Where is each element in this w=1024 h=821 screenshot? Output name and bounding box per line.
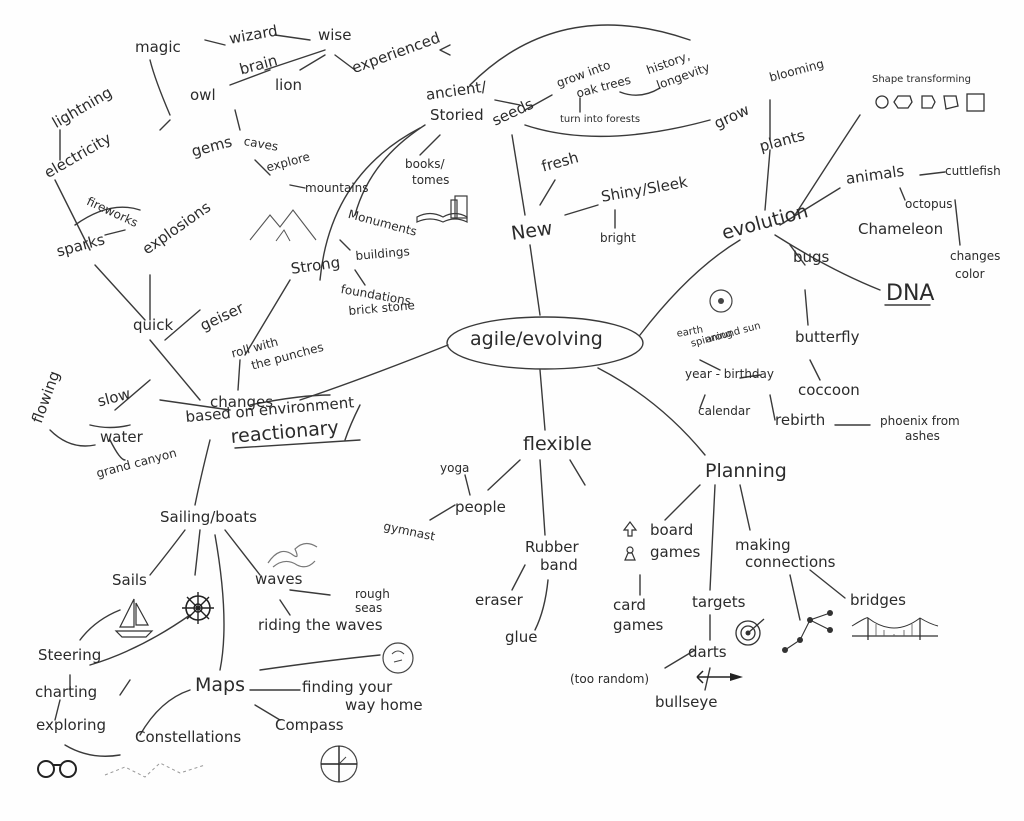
- node-mountains: mountains: [305, 181, 369, 195]
- node-turn-forests: turn into forests: [560, 114, 641, 125]
- node-connections: connections: [745, 553, 836, 571]
- target-icon: [735, 618, 765, 646]
- sailboat-icon: [114, 598, 154, 638]
- node-dna: DNA: [886, 281, 935, 306]
- dart-icon: [696, 670, 743, 684]
- node-darts: darts: [688, 643, 727, 661]
- node-books: books/: [405, 157, 445, 171]
- node-changes-color-2: color: [955, 267, 985, 281]
- binoculars-icon: [37, 760, 77, 778]
- node-card-games: games: [613, 616, 664, 634]
- node-tomes: tomes: [412, 173, 450, 187]
- node-chameleon: Chameleon: [858, 220, 944, 238]
- center-oval: [446, 316, 644, 370]
- node-phoenix-1: phoenix from: [880, 414, 960, 428]
- node-finding: finding your: [302, 678, 393, 696]
- node-year-birthday: year - birthday: [685, 367, 774, 381]
- node-storied: Storied: [430, 106, 484, 124]
- network-nodes-icon: [782, 610, 833, 653]
- node-wise: wise: [318, 26, 352, 44]
- node-octopus: octopus: [905, 197, 953, 211]
- node-flexible: flexible: [523, 433, 592, 455]
- globe-note-icon: [382, 642, 414, 674]
- node-sails: Sails: [112, 571, 147, 589]
- node-shape-transforming: Shape transforming: [872, 74, 971, 85]
- node-water: water: [100, 428, 143, 446]
- node-riding-waves: riding the waves: [258, 616, 383, 634]
- node-making: making: [735, 536, 791, 554]
- books-sketch-icon: [416, 195, 468, 223]
- center-topic: agile/evolving: [470, 328, 603, 350]
- node-band: band: [540, 556, 578, 574]
- node-rubber: Rubber: [525, 538, 579, 556]
- earth-orbit-icon: [709, 289, 733, 313]
- node-cocoon: coccoon: [798, 381, 860, 399]
- constellation-icon: [104, 762, 206, 778]
- node-charting: charting: [35, 683, 98, 701]
- line-center-new: [529, 244, 541, 316]
- node-quick: quick: [133, 316, 174, 334]
- node-yoga: yoga: [440, 461, 470, 475]
- node-changes-color-1: changes: [950, 249, 1001, 263]
- node-waves: waves: [255, 570, 303, 588]
- node-eraser: eraser: [475, 591, 523, 609]
- node-rebirth: rebirth: [775, 411, 826, 429]
- node-too-random: (too random): [570, 672, 650, 686]
- compass-rose-icon: [320, 745, 358, 783]
- node-bridges: bridges: [850, 591, 906, 609]
- node-way-home: way home: [345, 696, 423, 714]
- node-steering: Steering: [38, 646, 102, 664]
- node-cuttlefish: cuttlefish: [945, 164, 1001, 178]
- node-exploring: exploring: [36, 716, 107, 734]
- node-phoenix-2: ashes: [905, 429, 940, 443]
- mountains-sketch-icon: [249, 209, 317, 242]
- node-rough: rough: [355, 587, 390, 601]
- node-seas: seas: [355, 601, 383, 615]
- line-center-flexible: [539, 369, 546, 431]
- board-game-pieces-icon: [622, 521, 638, 561]
- waves-sketch-icon: [267, 542, 318, 568]
- node-compass: Compass: [275, 716, 344, 734]
- node-owl: owl: [190, 86, 216, 104]
- line-center-planning: [597, 367, 706, 456]
- node-bugs: bugs: [793, 248, 830, 266]
- node-bullseye: bullseye: [655, 693, 718, 711]
- node-board-games: games: [650, 543, 701, 561]
- ship-wheel-icon: [182, 592, 214, 624]
- node-board: board: [650, 521, 694, 539]
- node-butterfly: butterfly: [795, 328, 860, 346]
- node-maps: Maps: [195, 674, 245, 696]
- node-people: people: [455, 498, 506, 516]
- node-targets: targets: [692, 593, 746, 611]
- line-center-evolution: [639, 239, 741, 336]
- node-changes: changes: [210, 393, 274, 411]
- node-planning: Planning: [705, 460, 787, 482]
- node-sailing-boats: Sailing/boats: [160, 508, 257, 526]
- node-calendar: calendar: [698, 404, 751, 418]
- shapes-sequence-icon: [875, 93, 985, 112]
- node-glue: glue: [505, 628, 538, 646]
- node-card: card: [613, 596, 646, 614]
- node-magic: magic: [135, 38, 181, 56]
- node-bright: bright: [600, 231, 636, 245]
- node-constellations: Constellations: [135, 728, 242, 746]
- node-lion: lion: [275, 76, 303, 94]
- bridge-icon: [851, 617, 939, 640]
